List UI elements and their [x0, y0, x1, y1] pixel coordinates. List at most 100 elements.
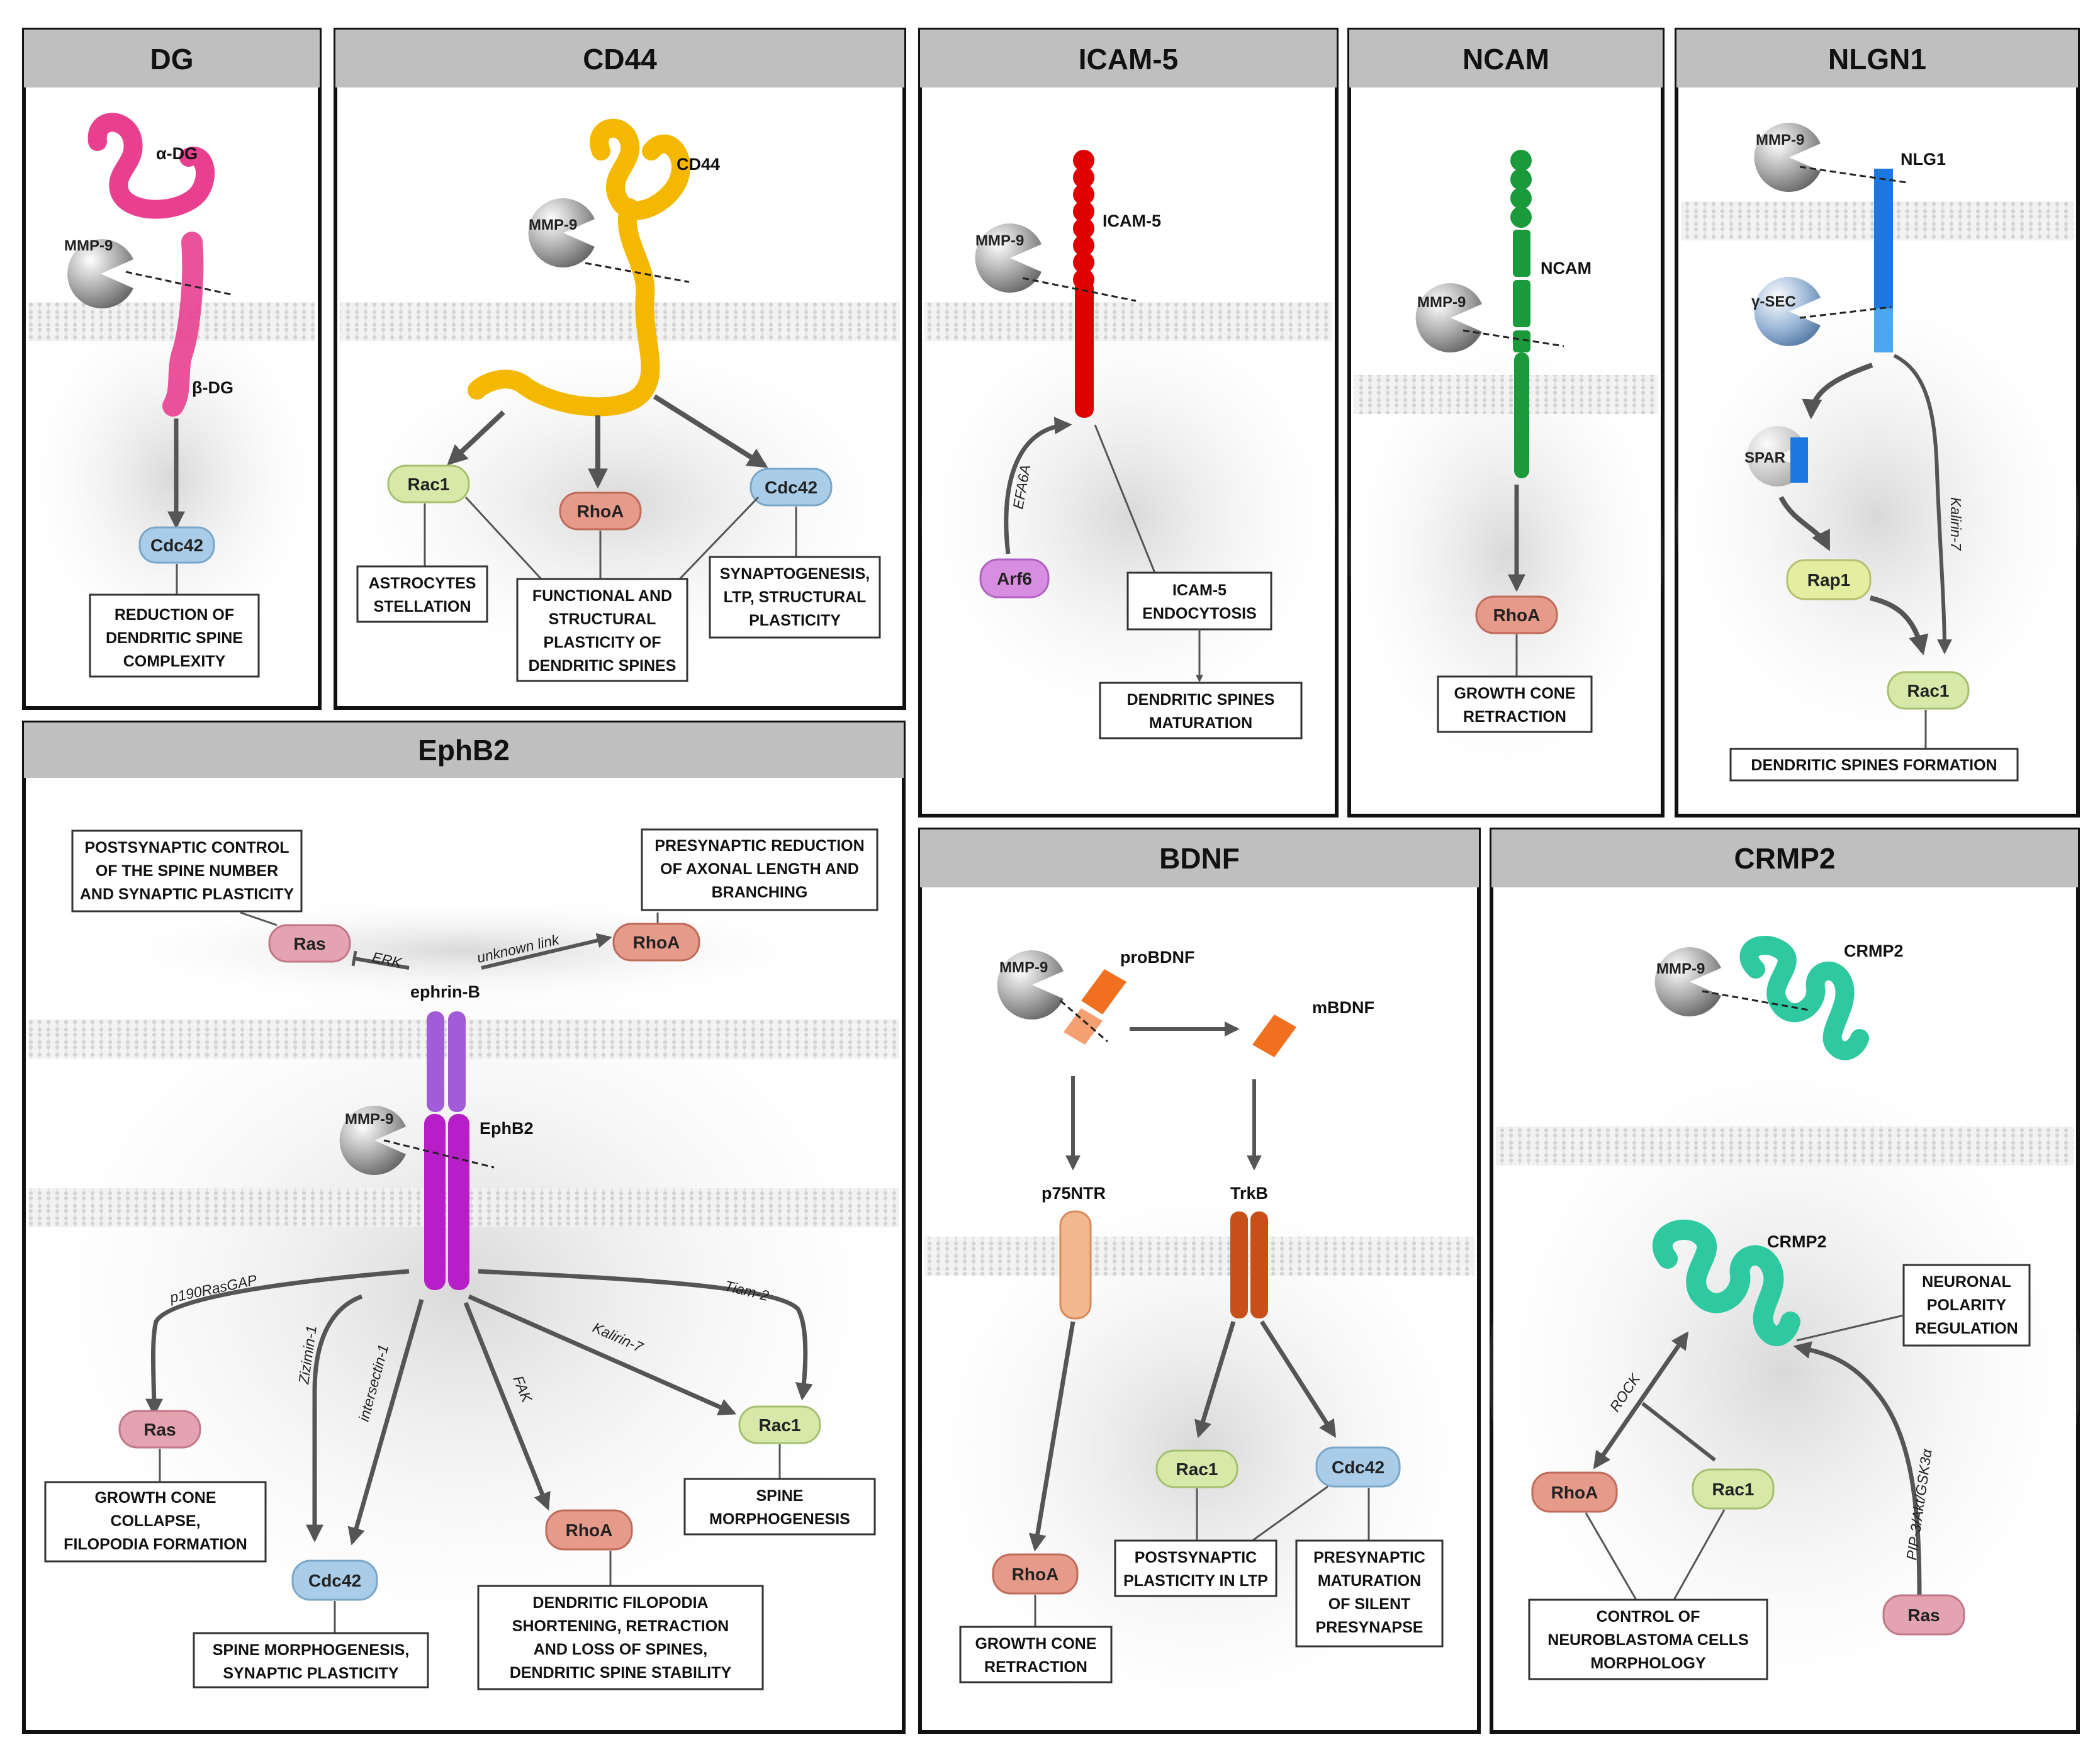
trkb-receptor	[1230, 1211, 1248, 1318]
nlgn1-mmp9-label: MMP-9	[1756, 132, 1804, 149]
cd44-rac1: Rac1	[408, 475, 450, 494]
crmp2-panel: MMP-9 CRMP2 CRMP2 NEURONAL POLARITY REGU…	[1528, 936, 2031, 1680]
bdnf-panel: MMP-9 proBDNF mBDNF p75NTR TrkB RhoA GRO…	[959, 948, 1444, 1683]
crmp2-rhoa: RhoA	[1551, 1483, 1598, 1502]
ephrin-b-protein	[427, 1011, 444, 1112]
bdnf-title: BDNF	[1159, 842, 1240, 875]
crmp2-protein-top	[1739, 936, 1869, 1060]
crmp2-ctrl-l1: CONTROL OF	[1597, 1608, 1700, 1626]
crmp2-ctrl-l3: MORPHOLOGY	[1590, 1655, 1706, 1672]
icam5-mat-l1: DENDRITIC SPINES	[1127, 691, 1275, 709]
nlgn1-rac1: Rac1	[1907, 681, 1950, 700]
mmp9-icon	[1754, 123, 1821, 192]
ncam-mmp9-label: MMP-9	[1417, 294, 1466, 311]
cd44-panel: CD44 MMP-9 Rac1 RhoA Cdc42 ASTROCYTES ST…	[356, 118, 881, 682]
icam5-protein	[1073, 150, 1094, 418]
ncam-rhoa: RhoA	[1493, 605, 1541, 625]
ephb2-rhoa-top: RhoA	[633, 933, 680, 952]
mmp9-icon	[67, 239, 133, 309]
crmp2-bottom-label: CRMP2	[1767, 1232, 1827, 1251]
bdnf-mature-label: mBDNF	[1312, 998, 1374, 1017]
bdnf-p75-label: p75NTR	[1042, 1184, 1106, 1203]
bdnf-rac1-out-l2: PLASTICITY IN LTP	[1123, 1572, 1268, 1590]
nlgn1-title: NLGN1	[1828, 43, 1926, 76]
mmp9-icon	[997, 950, 1064, 1020]
dg-mmp9-label: MMP-9	[64, 237, 113, 254]
icam5-panel: ICAM-5 MMP-9 EFA6A Arf6 ICAM-5 ENDOCYTOS…	[975, 150, 1303, 739]
dg-outcome-l3: COMPLEXITY	[123, 653, 226, 670]
gamma-secretase-icon	[1754, 277, 1821, 346]
bdnf-cdc42: Cdc42	[1332, 1458, 1384, 1477]
crmp2-ras: Ras	[1907, 1605, 1940, 1625]
ncam-title: NCAM	[1463, 43, 1549, 76]
cd44-func-l4: DENDRITIC SPINES	[529, 657, 677, 675]
ephb2-cdc42-out-l2: SYNAPTIC PLASTICITY	[223, 1665, 399, 1682]
bdnf-trkb-label: TrkB	[1230, 1184, 1268, 1203]
mbdnf-protein	[1252, 1014, 1296, 1057]
ncam-panel: NCAM MMP-9 RhoA GROWTH CONE RETRACTION	[1415, 150, 1593, 733]
nlgn1-outcome: DENDRITIC SPINES FORMATION	[1751, 756, 1997, 774]
crmp2-ctrl-l2: NEUROBLASTOMA CELLS	[1547, 1631, 1748, 1649]
ephb2-post-l3: AND SYNAPTIC PLASTICITY	[80, 885, 295, 903]
ephb2-rhoa: RhoA	[566, 1520, 613, 1540]
crmp2-protein-bottom	[1653, 1220, 1800, 1346]
nlgn1-panel: NLG1 MMP-9 γ-SEC SPAR Rap1 Kalirin-7 Rac…	[1729, 123, 2019, 782]
dg-outcome-l1: REDUCTION OF	[115, 606, 234, 624]
icam5-endo-l2: ENDOCYTOSIS	[1142, 605, 1257, 622]
alpha-dg-label: α-DG	[156, 144, 198, 163]
mmp9-icon	[1654, 947, 1721, 1016]
ncam-protein-label: NCAM	[1541, 259, 1592, 278]
cd44-astro-l1: ASTROCYTES	[369, 575, 476, 592]
ephb2-pre-l3: BRANCHING	[712, 884, 808, 901]
cytoplasm-shading	[27, 289, 2080, 1718]
ephb2-rhoa-out-l3: AND LOSS OF SPINES,	[534, 1641, 707, 1658]
ephb2-rhoa-out-l1: DENDRITIC FILOPODIA	[532, 1594, 708, 1612]
ephb2-rac1-out-l1: SPINE	[756, 1487, 803, 1505]
cd44-func-l3: PLASTICITY OF	[543, 634, 661, 651]
ephb2-cdc42: Cdc42	[308, 1571, 361, 1590]
crmp2-title: CRMP2	[1734, 842, 1835, 875]
ephb2-rhoa-out-l4: DENDRITIC SPINE STABILITY	[510, 1664, 732, 1682]
icam5-mmp9-label: MMP-9	[975, 232, 1024, 249]
probdnf-protein	[1064, 969, 1126, 1045]
ephb2-ras: Ras	[143, 1420, 176, 1439]
ephb2-ras-out-l1: GROWTH CONE	[94, 1489, 216, 1507]
ncam-out-l2: RETRACTION	[1463, 708, 1566, 726]
icam5-arf6: Arf6	[997, 569, 1032, 588]
ephb2-rhoa-out-l2: SHORTENING, RETRACTION	[512, 1617, 729, 1635]
ephb2-ras-out-l2: COLLAPSE,	[110, 1512, 200, 1530]
crmp2-pol-l1: NEURONAL	[1922, 1273, 2011, 1291]
p75ntr-receptor	[1059, 1210, 1092, 1320]
bdnf-cdc42-out-l2: MATURATION	[1318, 1572, 1421, 1590]
nlg1-protein	[1874, 169, 1893, 308]
cd44-rhoa: RhoA	[577, 502, 624, 521]
bdnf-cdc42-out-l3: OF SILENT	[1328, 1595, 1411, 1613]
crmp2-top-label: CRMP2	[1844, 941, 1904, 960]
crmp2-mmp9-label: MMP-9	[1656, 960, 1705, 977]
nlgn1-rap1: Rap1	[1807, 570, 1850, 590]
crmp2-pol-l2: POLARITY	[1927, 1296, 2007, 1314]
ephb2-title: EphB2	[418, 734, 510, 767]
bdnf-rac1: Rac1	[1176, 1459, 1218, 1479]
cd44-protein-label: CD44	[677, 155, 720, 174]
ephb2-panel: POSTSYNAPTIC CONTROL OF THE SPINE NUMBER…	[44, 828, 879, 1690]
ephb2-ras-top: Ras	[293, 934, 325, 953]
ephb2-post-l2: OF THE SPINE NUMBER	[96, 862, 278, 880]
cd44-mmp9-label: MMP-9	[529, 216, 577, 233]
cd44-syn-l1: SYNAPTOGENESIS,	[720, 565, 870, 583]
dg-cdc42: Cdc42	[150, 536, 203, 555]
dg-outcome-l2: DENDRITIC SPINE	[106, 629, 243, 647]
cd44-func-l1: FUNCTIONAL AND	[532, 587, 672, 605]
nlgn1-gsec-label: γ-SEC	[1751, 293, 1796, 310]
bdnf-rhoa: RhoA	[1012, 1565, 1059, 1584]
icam5-endo-l1: ICAM-5	[1172, 582, 1227, 599]
bdnf-cdc42-out-l1: PRESYNAPTIC	[1313, 1549, 1425, 1566]
ephb2-ras-out-l3: FILOPODIA FORMATION	[64, 1536, 247, 1553]
icam5-protein-label: ICAM-5	[1103, 211, 1161, 230]
ephrin-label: ephrin-B	[410, 982, 480, 1001]
ephb2-rac1-out-l2: MORPHOGENESIS	[709, 1510, 850, 1528]
ncam-out-l1: GROWTH CONE	[1454, 685, 1575, 702]
bdnf-rac1-out-l1: POSTSYNAPTIC	[1135, 1549, 1257, 1566]
